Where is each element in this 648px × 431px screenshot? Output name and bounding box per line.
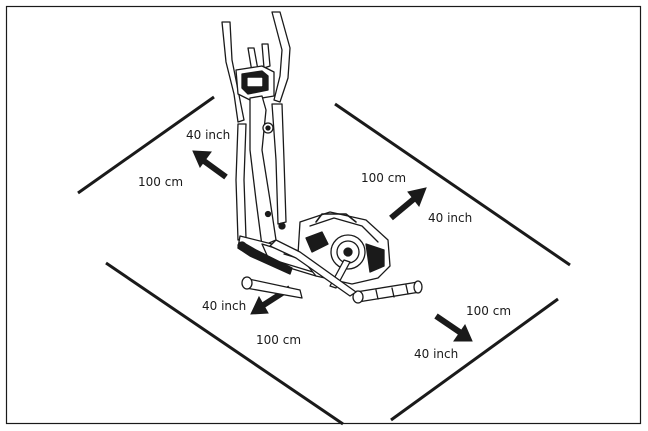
arrow-back-right [389, 187, 427, 221]
arrow-back-left [192, 150, 228, 180]
front-stabilizer [243, 277, 303, 299]
boundary-line-back-right [334, 102, 571, 267]
right-handlebar [271, 11, 291, 103]
label-front-left-cm: 100 cm [256, 333, 301, 347]
boundary-line-front-left [105, 261, 344, 426]
boundary-line-front-right [390, 297, 559, 422]
label-front-right-cm: 100 cm [466, 304, 511, 318]
arrow-front-right [434, 313, 473, 342]
upright-mast [249, 95, 277, 247]
label-front-right-inch: 40 inch [414, 347, 458, 361]
rear-stabilizer [355, 281, 421, 303]
label-back-left-inch: 40 inch [186, 128, 230, 142]
right-pedal-arm [271, 103, 287, 225]
left-pedal-arm [235, 123, 247, 241]
boundary-line-back-left [77, 95, 215, 195]
label-back-right-inch: 40 inch [428, 211, 472, 225]
left-handlebar [221, 21, 245, 123]
label-front-left-inch: 40 inch [202, 299, 246, 313]
label-back-left-cm: 100 cm [138, 175, 183, 189]
diagram-frame [5, 5, 642, 425]
label-back-right-cm: 100 cm [361, 171, 406, 185]
elliptical-trainer-illustration [221, 11, 423, 304]
